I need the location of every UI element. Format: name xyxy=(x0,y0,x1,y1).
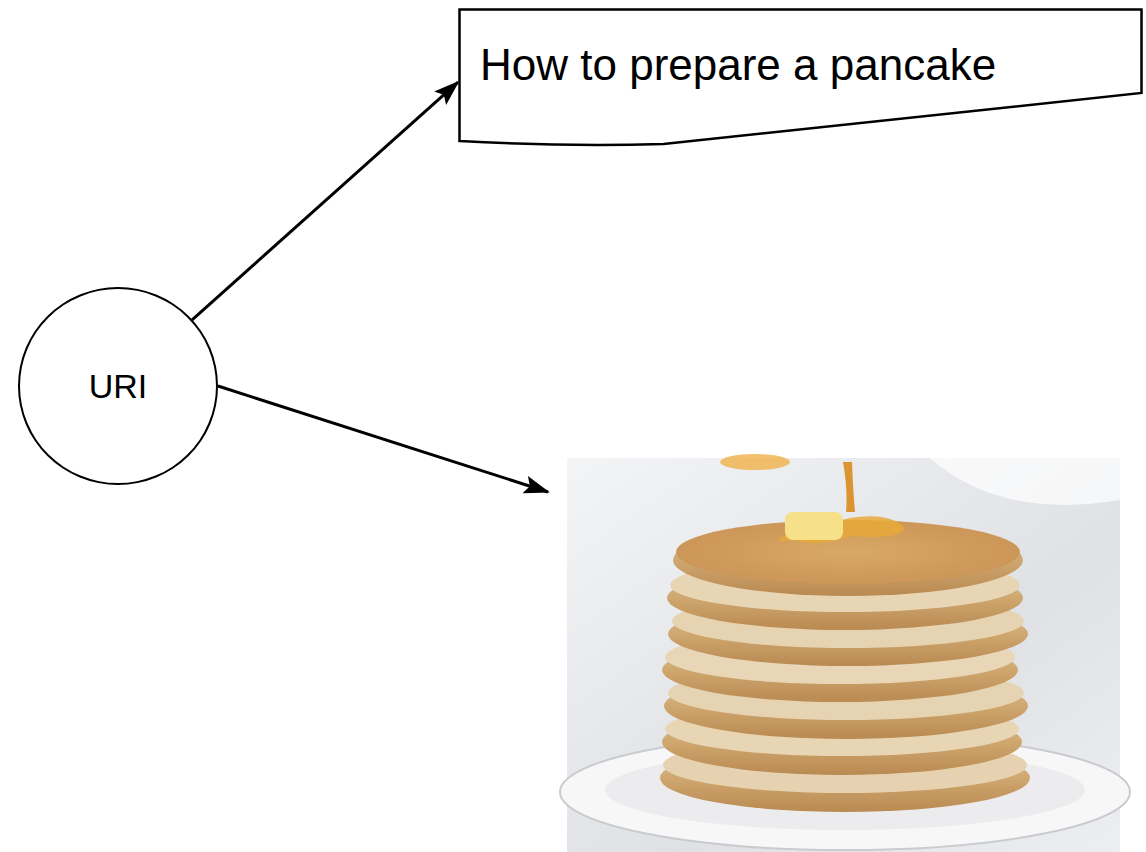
pancake-photo xyxy=(560,454,1130,852)
node-label: URI xyxy=(89,367,148,406)
document-box: How to prepare a pancake xyxy=(458,8,1143,148)
connector-arrow xyxy=(192,82,458,320)
node-label: How to prepare a pancake xyxy=(480,40,996,90)
uri-circle: URI xyxy=(18,287,218,485)
pointer-arrow xyxy=(218,386,548,492)
